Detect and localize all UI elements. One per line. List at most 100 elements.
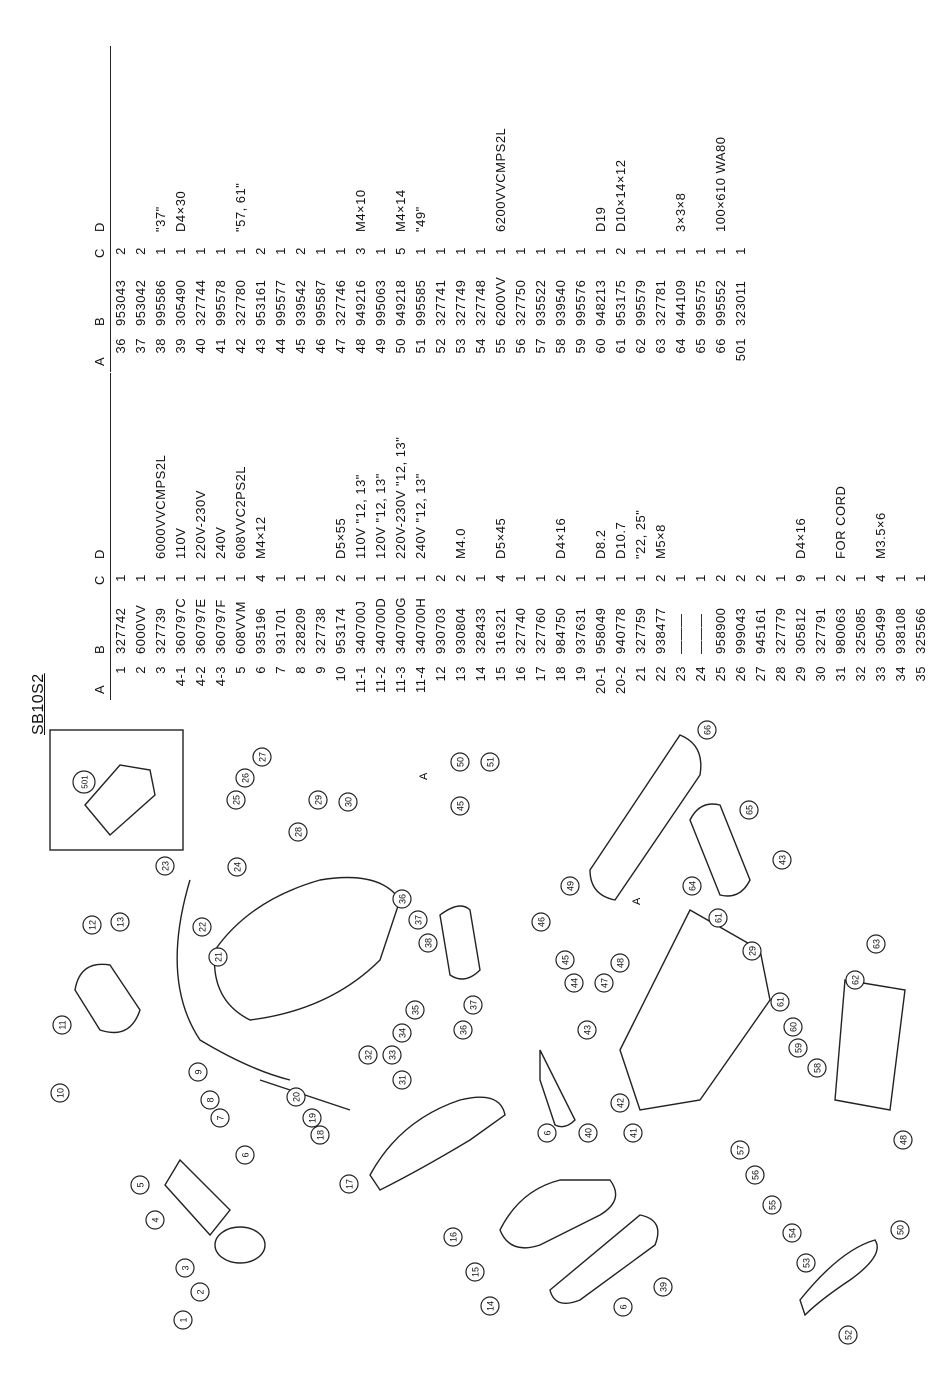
callout-circle — [392, 1070, 412, 1090]
callout-label: 33 — [388, 1050, 398, 1060]
callout-52: 52 — [838, 1325, 858, 1345]
callout-circle — [310, 1125, 330, 1145]
callout-circle — [682, 876, 702, 896]
callout-label: 65 — [745, 805, 755, 815]
section-mark: A — [418, 772, 430, 780]
callout-46: 46 — [531, 912, 551, 932]
callout-42: 42 — [610, 1093, 630, 1113]
callout-label: 61 — [776, 997, 786, 1007]
callout-circle — [730, 1140, 750, 1160]
callout-circle — [890, 1220, 910, 1240]
diagram-parts — [49, 729, 906, 1317]
callout-circle — [450, 796, 470, 816]
callout-23: 23 — [155, 856, 175, 876]
callout-circle — [110, 912, 130, 932]
callout-circle — [175, 1258, 195, 1278]
callout-53: 53 — [796, 1253, 816, 1273]
callout-circle — [405, 1000, 425, 1020]
callout-label: 20 — [292, 1092, 302, 1102]
callout-48: 48 — [610, 953, 630, 973]
callout-circle — [235, 768, 255, 788]
callout-label: 36 — [398, 894, 408, 904]
callout-circle — [302, 1108, 322, 1128]
callout-64: 64 — [682, 876, 702, 896]
callout-circle — [578, 1123, 598, 1143]
callout-label: 53 — [802, 1258, 812, 1268]
part-62-platen — [834, 979, 906, 1111]
callout-circle — [623, 1123, 643, 1143]
callout-circle — [594, 973, 614, 993]
callout-circle — [208, 947, 228, 967]
callout-circle — [200, 1090, 220, 1110]
callout-label: 64 — [688, 881, 698, 891]
callout-circle — [252, 747, 272, 767]
callout-circle — [339, 1174, 359, 1194]
callout-circle — [783, 1017, 803, 1037]
callout-circle — [453, 1020, 473, 1040]
callout-label: 9 — [194, 1069, 204, 1074]
callout-43: 43 — [577, 1020, 597, 1040]
callout-circle — [190, 1282, 210, 1302]
callout-circle — [708, 908, 728, 928]
part-4-armature — [164, 1158, 231, 1237]
callout-49: 49 — [560, 876, 580, 896]
callout-label: 58 — [813, 1063, 823, 1073]
inset-box — [49, 729, 184, 851]
callout-circle — [192, 917, 212, 937]
callout-circle — [577, 1020, 597, 1040]
callout-34: 34 — [392, 1023, 412, 1043]
callout-label: 48 — [899, 1135, 909, 1145]
callout-circle — [450, 752, 470, 772]
callout-43: 43 — [772, 850, 792, 870]
callout-label: 6 — [619, 1304, 629, 1309]
callout-label: 16 — [449, 1232, 459, 1242]
callout-label: 43 — [583, 1025, 593, 1035]
callout-circle — [782, 1223, 802, 1243]
callout-circle — [408, 910, 428, 930]
callout-33: 33 — [382, 1045, 402, 1065]
callout-36: 36 — [453, 1020, 473, 1040]
callout-1: 1 — [173, 1310, 193, 1330]
callout-label: 6 — [543, 1130, 553, 1135]
callout-27: 27 — [252, 747, 272, 767]
callout-label: 37 — [414, 915, 424, 925]
callout-label: 56 — [751, 1170, 761, 1180]
callout-4: 4 — [145, 1210, 165, 1230]
callout-label: 54 — [788, 1228, 798, 1238]
part-20-cord — [176, 879, 291, 1081]
callout-45: 45 — [450, 796, 470, 816]
callout-label: 45 — [561, 955, 571, 965]
callout-35: 35 — [405, 1000, 425, 1020]
callout-label: 30 — [344, 797, 354, 807]
callout-31: 31 — [392, 1070, 412, 1090]
callout-label: 49 — [566, 881, 576, 891]
callout-circle — [226, 790, 246, 810]
callout-54: 54 — [782, 1223, 802, 1243]
callout-39: 39 — [653, 1277, 673, 1297]
callout-label: 21 — [214, 952, 224, 962]
callout-label: 5 — [136, 1182, 146, 1187]
callout-circle — [465, 1262, 485, 1282]
callout-circle — [796, 1253, 816, 1273]
callout-label: 39 — [659, 1282, 669, 1292]
callout-label: 50 — [456, 757, 466, 767]
callout-circle — [82, 915, 102, 935]
callout-label: 51 — [486, 757, 496, 767]
callout-circle — [286, 1087, 306, 1107]
callout-label: 43 — [778, 855, 788, 865]
callout-59: 59 — [788, 1038, 808, 1058]
callout-18: 18 — [310, 1125, 330, 1145]
part-501-case — [84, 764, 156, 837]
callout-60: 60 — [783, 1017, 803, 1037]
callout-6: 6 — [235, 1145, 255, 1165]
callout-circle — [893, 1130, 913, 1150]
callout-13: 13 — [110, 912, 130, 932]
callout-14: 14 — [480, 1296, 500, 1316]
callout-circle — [50, 1083, 70, 1103]
callout-label: 15 — [471, 1267, 481, 1277]
callout-label: 37 — [469, 1000, 479, 1010]
callout-label: 3 — [181, 1265, 191, 1270]
callout-36: 36 — [392, 889, 412, 909]
callout-circle — [227, 857, 247, 877]
callout-37: 37 — [408, 910, 428, 930]
